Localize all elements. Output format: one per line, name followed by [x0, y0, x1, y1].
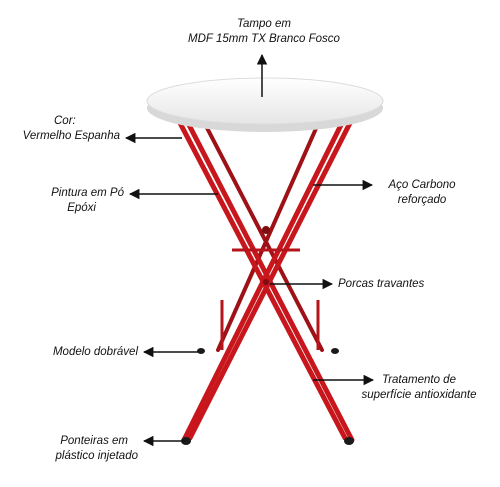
callout-folding: Modelo dobrável [20, 345, 138, 360]
callout-tips-line2: plástico injetado [55, 450, 138, 462]
callout-treatment: Tratamento de superfície antioxidante [352, 373, 486, 403]
callout-treatment-line1: Tratamento de [382, 374, 456, 386]
callout-color-line2: Vermelho Espanha [22, 130, 120, 142]
callout-color-line1: Cor: [54, 115, 76, 127]
back-legs [203, 122, 324, 352]
tabletop [146, 77, 384, 132]
callout-paint-line2: Epóxi [67, 202, 96, 214]
callout-folding-line1: Modelo dobrável [52, 346, 138, 358]
callout-paint: Pintura em Pó Epóxi [20, 186, 124, 216]
callout-tips: Ponteiras em plástico injetado [20, 434, 138, 464]
callout-paint-line1: Pintura em Pó [51, 187, 124, 199]
callout-top-line2: MDF 15mm TX Branco Fosco [188, 33, 340, 45]
callout-color: Cor: Vermelho Espanha [10, 114, 120, 144]
callout-steel-line1: Aço Carbono [388, 179, 456, 191]
callout-tips-line1: Ponteiras em [60, 435, 128, 447]
callout-nuts-line1: Porcas travantes [338, 278, 425, 290]
center-pivot [262, 226, 270, 234]
callout-steel-line2: reforçado [397, 194, 447, 206]
callout-top-line1: Tampo em [237, 18, 291, 30]
leg-tips [181, 348, 354, 445]
callout-arrows [124, 53, 375, 447]
crossbars [220, 248, 320, 350]
front-legs [177, 120, 355, 443]
callout-nuts: Porcas travantes [338, 277, 424, 292]
callout-treatment-line2: superfície antioxidante [361, 389, 477, 401]
callout-steel: Aço Carbono reforçado [372, 178, 472, 208]
callout-top: Tampo em MDF 15mm TX Branco Fosco [174, 17, 354, 47]
locking-nut [263, 279, 269, 285]
